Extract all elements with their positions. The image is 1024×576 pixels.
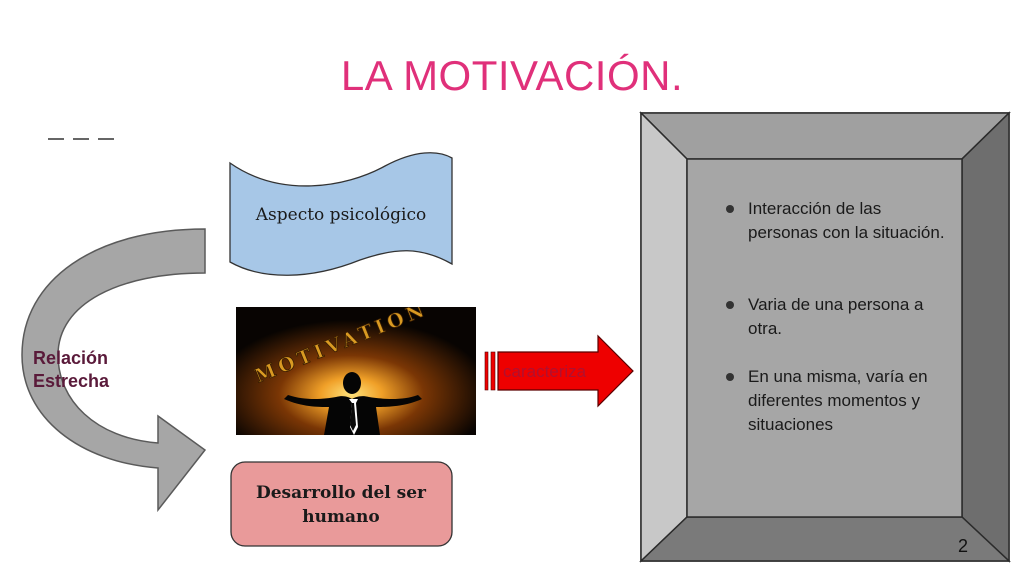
bullet-item: Varia de una persona a otra. bbox=[722, 293, 952, 341]
curved-arrow bbox=[21, 228, 207, 513]
page-number: 2 bbox=[958, 536, 969, 556]
slide-title: LA MOTIVACIÓN. bbox=[340, 52, 684, 99]
desarrollo-label: Desarrollo del ser humano bbox=[256, 483, 426, 527]
bullet-list: Interacción de las personas con la situa… bbox=[722, 197, 952, 437]
relacion-line2: Estrecha bbox=[33, 371, 110, 391]
motivation-image: MOTIVATION bbox=[236, 307, 476, 435]
bevel-box bbox=[639, 111, 1011, 563]
aspecto-label: Aspecto psicológico bbox=[255, 205, 427, 225]
relacion-label: Relación Estrecha bbox=[33, 347, 109, 393]
bullet-item: Interacción de las personas con la situa… bbox=[722, 197, 952, 245]
caracteriza-label: caracteriza bbox=[503, 362, 587, 381]
desarrollo-box bbox=[230, 461, 453, 547]
bullet-item: En una misma, varía en diferentes moment… bbox=[722, 365, 952, 437]
dash-decoration bbox=[48, 138, 114, 140]
relacion-line1: Relación bbox=[33, 348, 109, 368]
caracteriza-arrow bbox=[484, 334, 634, 408]
aspecto-box bbox=[229, 152, 453, 276]
